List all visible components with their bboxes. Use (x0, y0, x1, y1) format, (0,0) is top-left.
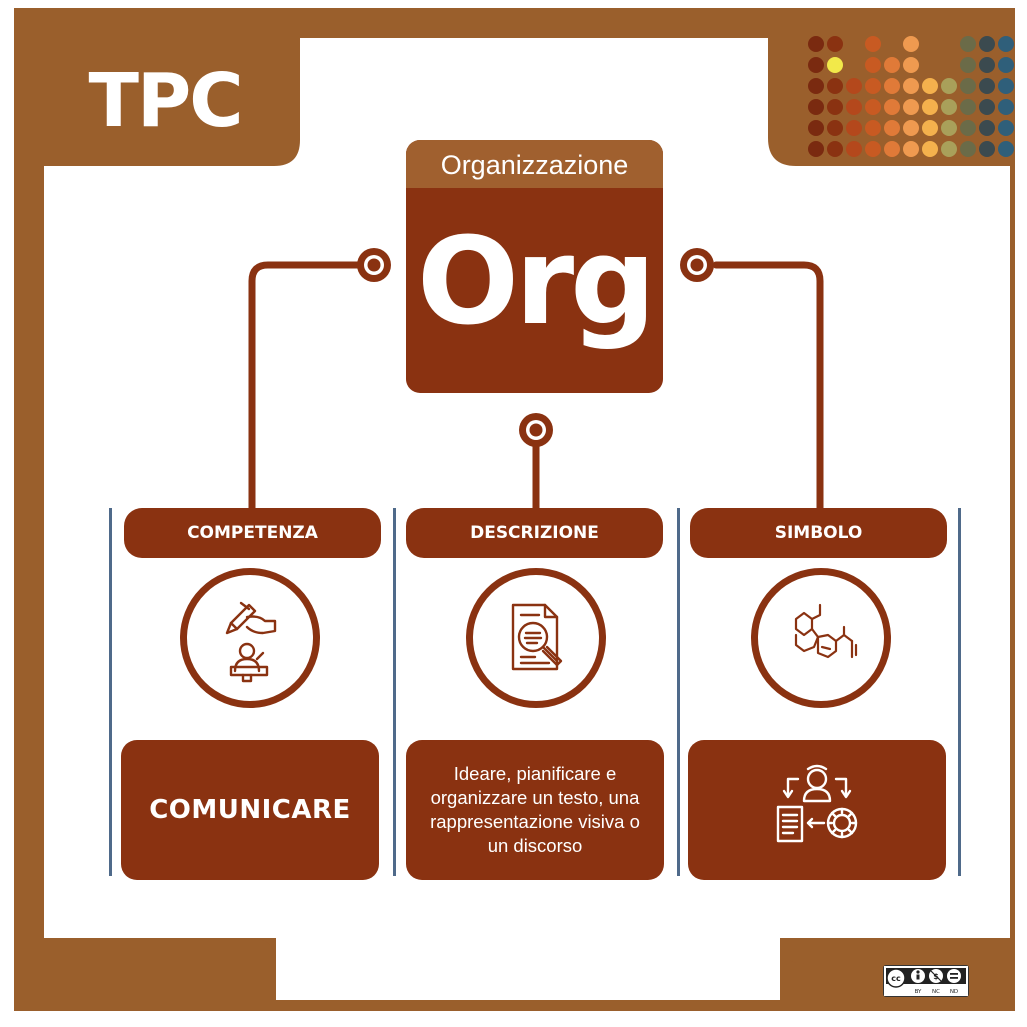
column-divider (109, 508, 112, 876)
decorative-dot (865, 78, 881, 94)
decorative-dot (846, 78, 862, 94)
decorative-dot (846, 120, 862, 136)
decorative-dot (979, 120, 995, 136)
decorative-dot (903, 120, 919, 136)
person-document-gear-cycle-icon (776, 764, 858, 843)
brand-label: TPC (88, 58, 243, 144)
central-element-card: Organizzazione Org (406, 140, 663, 393)
decorative-dot (808, 57, 824, 73)
decorative-dot (884, 99, 900, 115)
decorative-dot (998, 36, 1014, 52)
decorative-dot (960, 120, 976, 136)
decorative-dot (865, 141, 881, 157)
decorative-dot (827, 36, 843, 52)
cc-by-nc-nd-icon: cc $ BY NC ND (883, 965, 969, 997)
icon-circle-competenza (180, 568, 320, 708)
decorative-dot (903, 36, 919, 52)
decorative-dot (979, 78, 995, 94)
decorative-dot (941, 99, 957, 115)
column-divider (677, 508, 680, 876)
decorative-dot (903, 57, 919, 73)
decorative-dot (998, 57, 1014, 73)
decorative-dot (827, 78, 843, 94)
decorative-dot (808, 36, 824, 52)
decorative-dot (884, 120, 900, 136)
column-heading-descrizione: DESCRIZIONE (406, 508, 663, 558)
decorative-dot (941, 78, 957, 94)
column-divider (393, 508, 396, 876)
decorative-dot (998, 141, 1014, 157)
document-magnifier-icon (511, 603, 563, 671)
decorative-dot (998, 120, 1014, 136)
decorative-dot (865, 36, 881, 52)
svg-text:cc: cc (891, 974, 901, 983)
decorative-dot (865, 120, 881, 136)
decorative-dot (827, 120, 843, 136)
decorative-dot (808, 141, 824, 157)
decorative-dot (808, 78, 824, 94)
decorative-dot (865, 57, 881, 73)
decorative-dot (960, 141, 976, 157)
decorative-dot (846, 99, 862, 115)
writing-hand-and-speaker-icon (225, 601, 277, 683)
decorative-dot (827, 141, 843, 157)
decorative-dot (808, 99, 824, 115)
decorative-dot (979, 141, 995, 157)
decorative-dot (922, 141, 938, 157)
decorative-dot (922, 120, 938, 136)
decorative-dot (979, 36, 995, 52)
column-heading-simbolo: SIMBOLO (690, 508, 947, 558)
decorative-dot (865, 99, 881, 115)
dot-pattern-decoration (808, 36, 1014, 157)
decorative-dot (979, 99, 995, 115)
cc-label-nd: ND (950, 989, 958, 995)
decorative-dot (998, 99, 1014, 115)
decorative-dot (941, 120, 957, 136)
competenza-value: COMUNICARE (149, 795, 351, 825)
decorative-dot (903, 78, 919, 94)
descrizione-text: Ideare, pianificare e organizzare un tes… (430, 763, 640, 856)
decorative-dot (941, 141, 957, 157)
decorative-dot (960, 36, 976, 52)
decorative-dot (827, 57, 843, 73)
decorative-dot (808, 120, 824, 136)
content-box-competenza: COMUNICARE (121, 740, 379, 880)
cc-label-by: BY (915, 989, 922, 995)
decorative-dot (884, 141, 900, 157)
decorative-dot (922, 99, 938, 115)
cc-label-nc: NC (932, 989, 940, 995)
content-box-simbolo (688, 740, 946, 880)
decorative-dot (827, 99, 843, 115)
decorative-dot (884, 78, 900, 94)
decorative-dot (998, 78, 1014, 94)
column-divider (958, 508, 961, 876)
decorative-dot (979, 57, 995, 73)
decorative-dot (846, 141, 862, 157)
element-name: Organizzazione (406, 140, 663, 188)
element-symbol: Org (416, 213, 656, 352)
icon-circle-simbolo (751, 568, 891, 708)
decorative-dot (960, 57, 976, 73)
decorative-dot (884, 57, 900, 73)
decorative-dot (960, 99, 976, 115)
decorative-dot (922, 78, 938, 94)
molecule-structure-icon (794, 603, 858, 659)
decorative-dot (903, 141, 919, 157)
content-box-descrizione: Ideare, pianificare e organizzare un tes… (406, 740, 664, 880)
decorative-dot (903, 99, 919, 115)
icon-circle-descrizione (466, 568, 606, 708)
column-heading-competenza: COMPETENZA (124, 508, 381, 558)
decorative-dot (960, 78, 976, 94)
